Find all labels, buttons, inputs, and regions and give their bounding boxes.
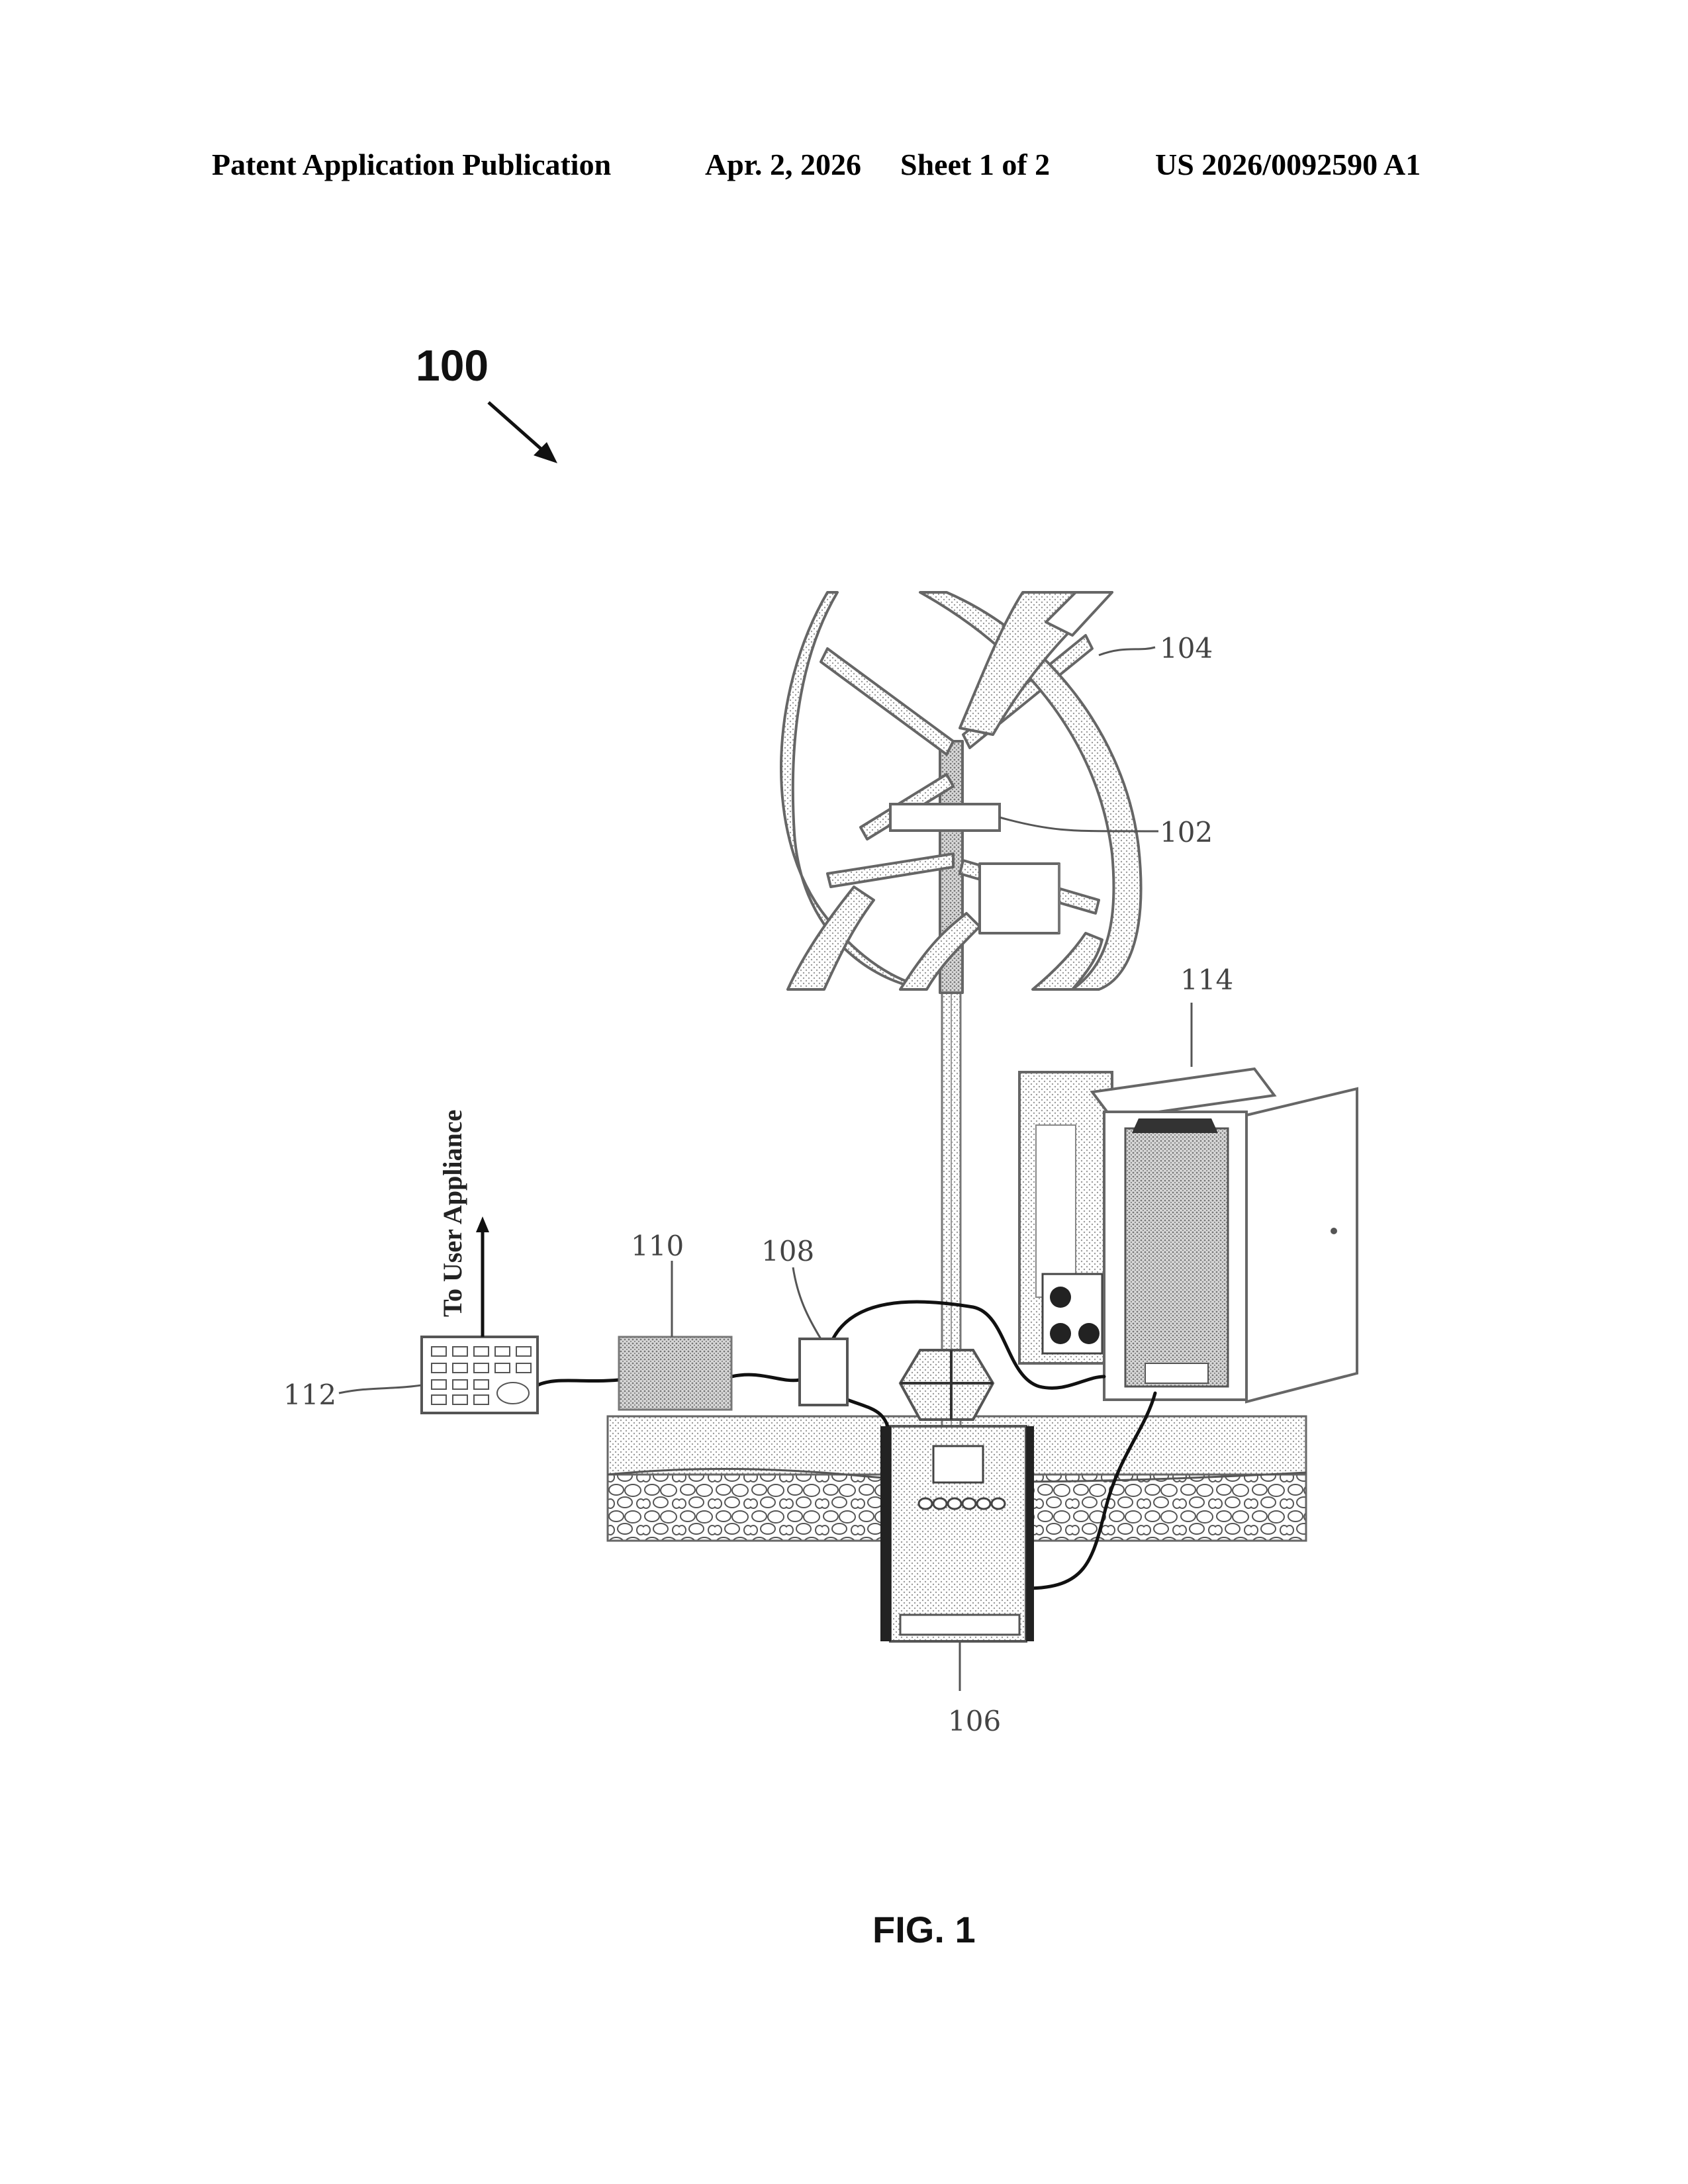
generator-ref-label: 102: [1160, 816, 1213, 848]
cabinet-ref-label: 114: [1180, 964, 1233, 996]
mast-base-bracket: [900, 1350, 993, 1420]
output-arrow: [476, 1216, 489, 1337]
junction-box: [800, 1339, 847, 1405]
charge-controller: [880, 1426, 1034, 1641]
figure-caption: FIG. 1: [872, 1909, 976, 1950]
electrical-cabinet: [1019, 1069, 1357, 1402]
user-keypad: [422, 1337, 538, 1413]
turbine-ref-label: 104: [1160, 632, 1213, 664]
system-ref-arrow: [489, 402, 557, 463]
system-ref-label: 100: [416, 341, 489, 390]
junction-ref-label: 108: [761, 1235, 814, 1267]
battery-ref-label: 110: [631, 1230, 684, 1262]
helical-wind-turbine: [781, 592, 1141, 993]
generator-block: [890, 804, 1000, 831]
output-arrow-label: To User Appliance: [438, 1110, 467, 1317]
keypad-ref-label: 112: [283, 1379, 336, 1411]
controller-ref-label: 106: [948, 1705, 1001, 1737]
battery-pack: [619, 1337, 731, 1410]
